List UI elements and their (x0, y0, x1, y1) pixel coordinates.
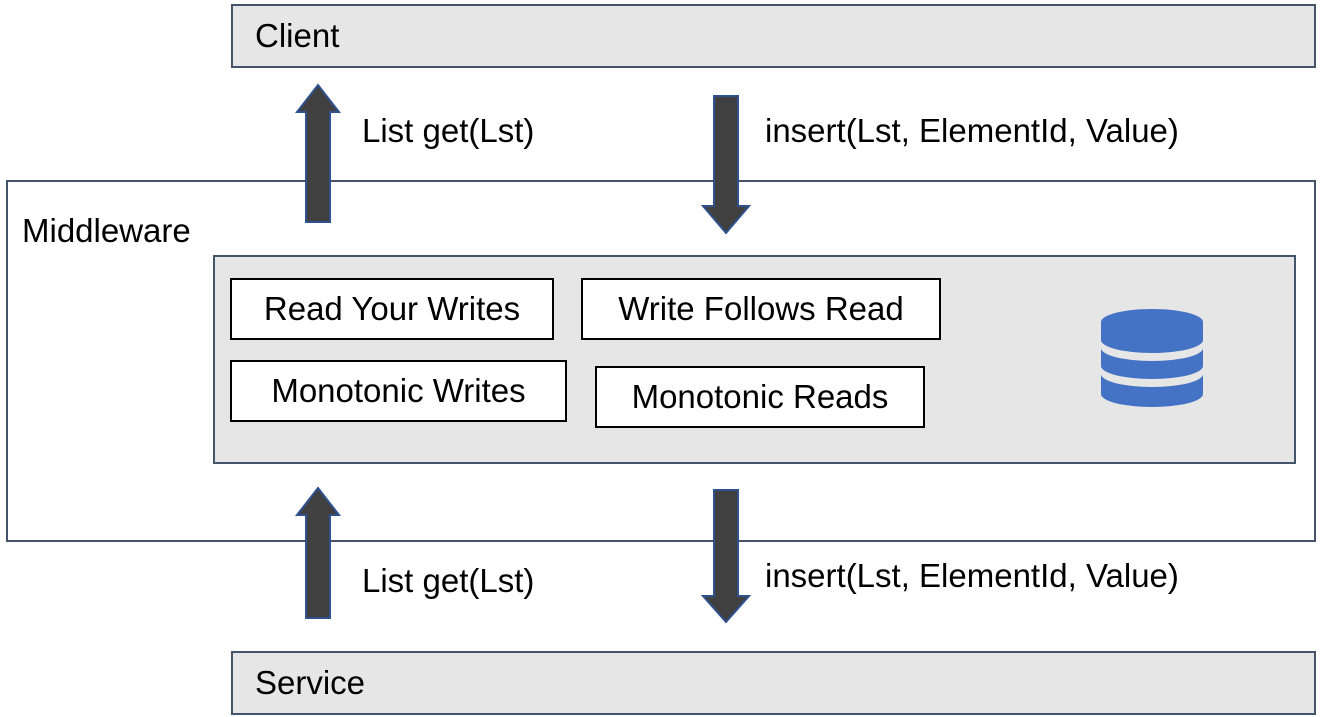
lower-up-arrow (294, 486, 342, 619)
guarantee-monotonic-writes: Monotonic Writes (230, 360, 567, 422)
lower-write-op-label: insert(Lst, ElementId, Value) (765, 557, 1179, 594)
service-label: Service (255, 664, 366, 701)
service-box: Service (231, 651, 1316, 715)
upper-write-op-label: insert(Lst, ElementId, Value) (765, 112, 1179, 149)
upper-up-arrow (294, 83, 342, 223)
guarantee-write-follows-read: Write Follows Read (581, 278, 941, 340)
middleware-title: Middleware (22, 212, 191, 249)
upper-down-arrow (700, 95, 752, 235)
database-icon (1101, 309, 1203, 407)
client-label: Client (255, 17, 340, 54)
client-box: Client (231, 4, 1316, 68)
lower-down-arrow (700, 489, 752, 624)
upper-read-op-label: List get(Lst) (362, 112, 535, 149)
lower-read-op-label: List get(Lst) (362, 562, 535, 599)
guarantee-read-your-writes: Read Your Writes (230, 278, 554, 340)
guarantee-monotonic-reads: Monotonic Reads (595, 366, 925, 428)
